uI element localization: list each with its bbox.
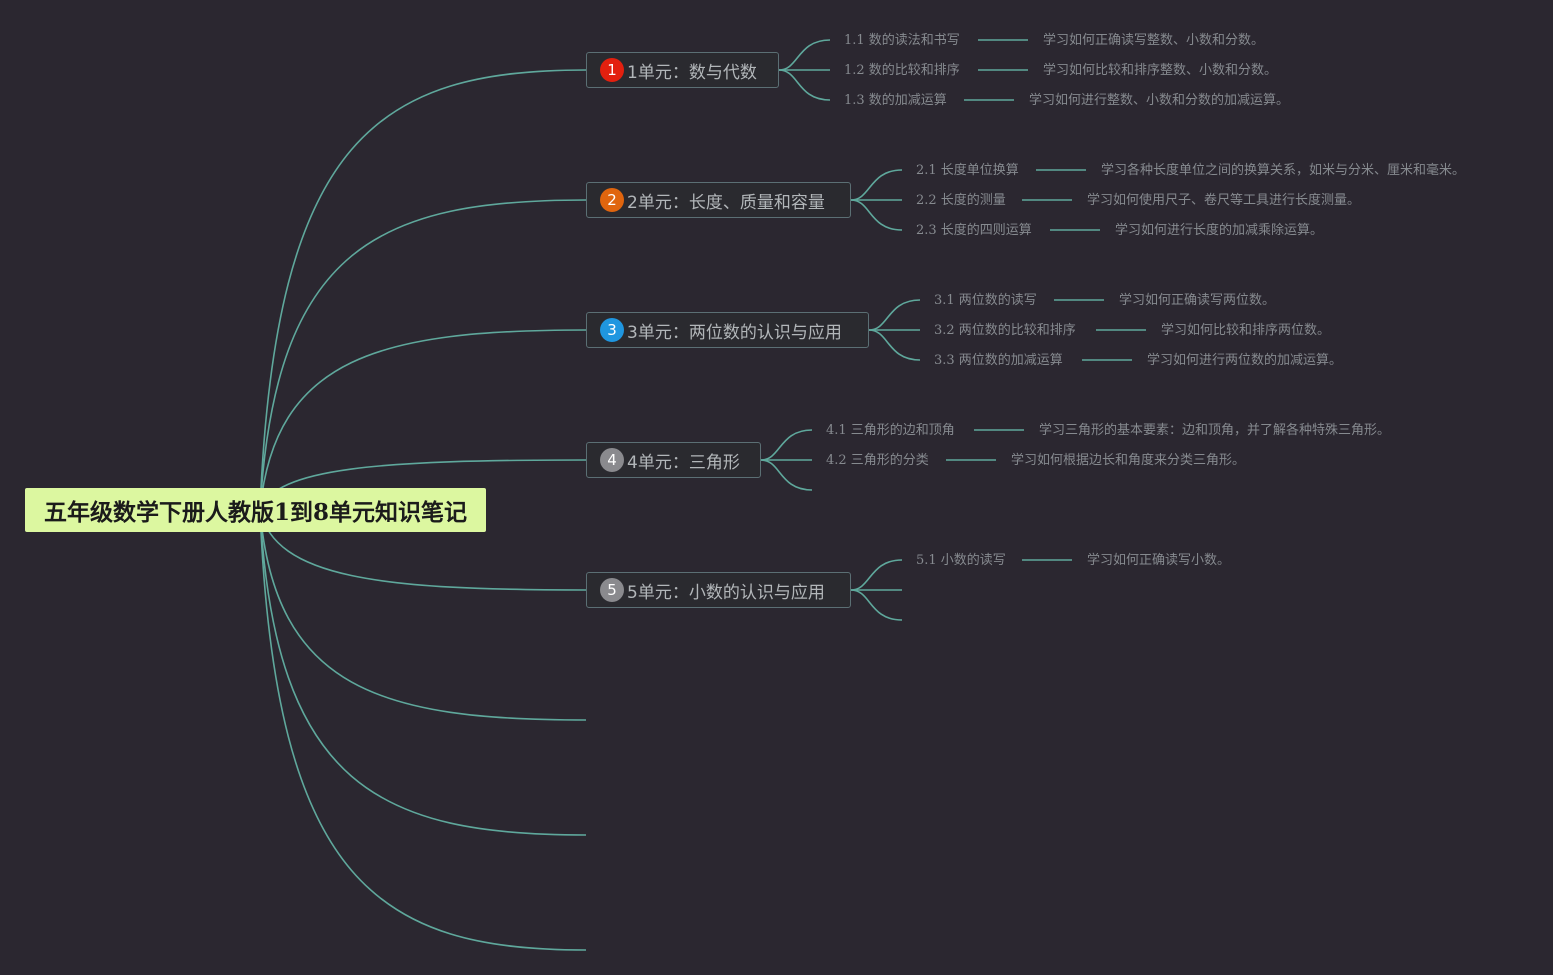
topic-5-1[interactable]: 5.1 小数的读写 <box>916 553 1006 568</box>
topic-1-2[interactable]: 1.2 数的比较和排序 <box>844 63 960 78</box>
root-branch-1 <box>259 69 587 511</box>
unit-2-branch-1 <box>850 169 903 201</box>
unit-4-branch-1 <box>760 429 813 461</box>
topic-4-2-desc[interactable]: 学习如何根据边长和角度来分类三角形。 <box>1011 453 1246 468</box>
unit-number-badge-4: 4 <box>600 448 624 472</box>
topic-4-1-desc[interactable]: 学习三角形的基本要素：边和顶角，并了解各种特殊三角形。 <box>1039 423 1391 438</box>
topic-2-3[interactable]: 2.3 长度的四则运算 <box>916 223 1032 238</box>
unit-5-branch-3 <box>850 589 903 621</box>
unit-node-1[interactable]: 1 1单元：数与代数 <box>586 52 779 88</box>
root-branch-3 <box>259 329 587 511</box>
unit-node-3[interactable]: 3 3单元：两位数的认识与应用 <box>586 312 869 348</box>
unit-1-branch-3 <box>778 69 831 101</box>
topic-1-2-desc[interactable]: 学习如何比较和排序整数、小数和分数。 <box>1043 63 1278 78</box>
topic-3-3-desc[interactable]: 学习如何进行两位数的加减运算。 <box>1147 353 1343 368</box>
unit-node-5[interactable]: 5 5单元：小数的认识与应用 <box>586 572 851 608</box>
topic-2-1-desc[interactable]: 学习各种长度单位之间的换算关系，如米与分米、厘米和毫米。 <box>1101 163 1466 178</box>
root-branch-6 <box>259 509 587 721</box>
topic-3-3[interactable]: 3.3 两位数的加减运算 <box>934 353 1063 368</box>
topic-5-1-desc[interactable]: 学习如何正确读写小数。 <box>1087 553 1231 568</box>
unit-label-5: 5单元：小数的认识与应用 <box>627 582 825 603</box>
topic-3-2-desc[interactable]: 学习如何比较和排序两位数。 <box>1161 323 1331 338</box>
unit-4-branch-3 <box>760 459 813 491</box>
unit-label-3: 3单元：两位数的认识与应用 <box>627 322 842 343</box>
unit-label-4: 4单元：三角形 <box>627 452 740 473</box>
unit-3-branch-1 <box>868 299 921 331</box>
unit-node-2[interactable]: 2 2单元：长度、质量和容量 <box>586 182 851 218</box>
root-topic[interactable]: 五年级数学下册人教版1到8单元知识笔记 <box>25 488 486 532</box>
unit-number-badge-1: 1 <box>600 58 624 82</box>
root-branch-7 <box>259 509 587 836</box>
unit-1-branch-1 <box>778 39 831 71</box>
topic-2-1[interactable]: 2.1 长度单位换算 <box>916 163 1019 178</box>
topic-3-2[interactable]: 3.2 两位数的比较和排序 <box>934 323 1076 338</box>
unit-number-badge-5: 5 <box>600 578 624 602</box>
topic-2-2-desc[interactable]: 学习如何使用尺子、卷尺等工具进行长度测量。 <box>1087 193 1361 208</box>
topic-2-3-desc[interactable]: 学习如何进行长度的加减乘除运算。 <box>1115 223 1324 238</box>
topic-1-3-desc[interactable]: 学习如何进行整数、小数和分数的加减运算。 <box>1029 93 1290 108</box>
topic-1-3[interactable]: 1.3 数的加减运算 <box>844 93 947 108</box>
unit-label-1: 1单元：数与代数 <box>627 62 757 83</box>
topic-2-2[interactable]: 2.2 长度的测量 <box>916 193 1006 208</box>
unit-3-branch-3 <box>868 329 921 361</box>
topic-1-1[interactable]: 1.1 数的读法和书写 <box>844 33 960 48</box>
unit-number-badge-2: 2 <box>600 188 624 212</box>
topic-4-2[interactable]: 4.2 三角形的分类 <box>826 453 929 468</box>
unit-2-branch-3 <box>850 199 903 231</box>
unit-label-2: 2单元：长度、质量和容量 <box>627 192 825 213</box>
topic-4-1[interactable]: 4.1 三角形的边和顶角 <box>826 423 955 438</box>
root-branch-8 <box>259 509 587 951</box>
topic-3-1[interactable]: 3.1 两位数的读写 <box>934 293 1037 308</box>
topic-3-1-desc[interactable]: 学习如何正确读写两位数。 <box>1119 293 1276 308</box>
unit-node-4[interactable]: 4 4单元：三角形 <box>586 442 761 478</box>
root-branch-5 <box>259 509 587 591</box>
unit-5-branch-1 <box>850 559 903 591</box>
topic-1-1-desc[interactable]: 学习如何正确读写整数、小数和分数。 <box>1043 33 1265 48</box>
unit-number-badge-3: 3 <box>600 318 624 342</box>
root-branch-2 <box>259 199 587 511</box>
